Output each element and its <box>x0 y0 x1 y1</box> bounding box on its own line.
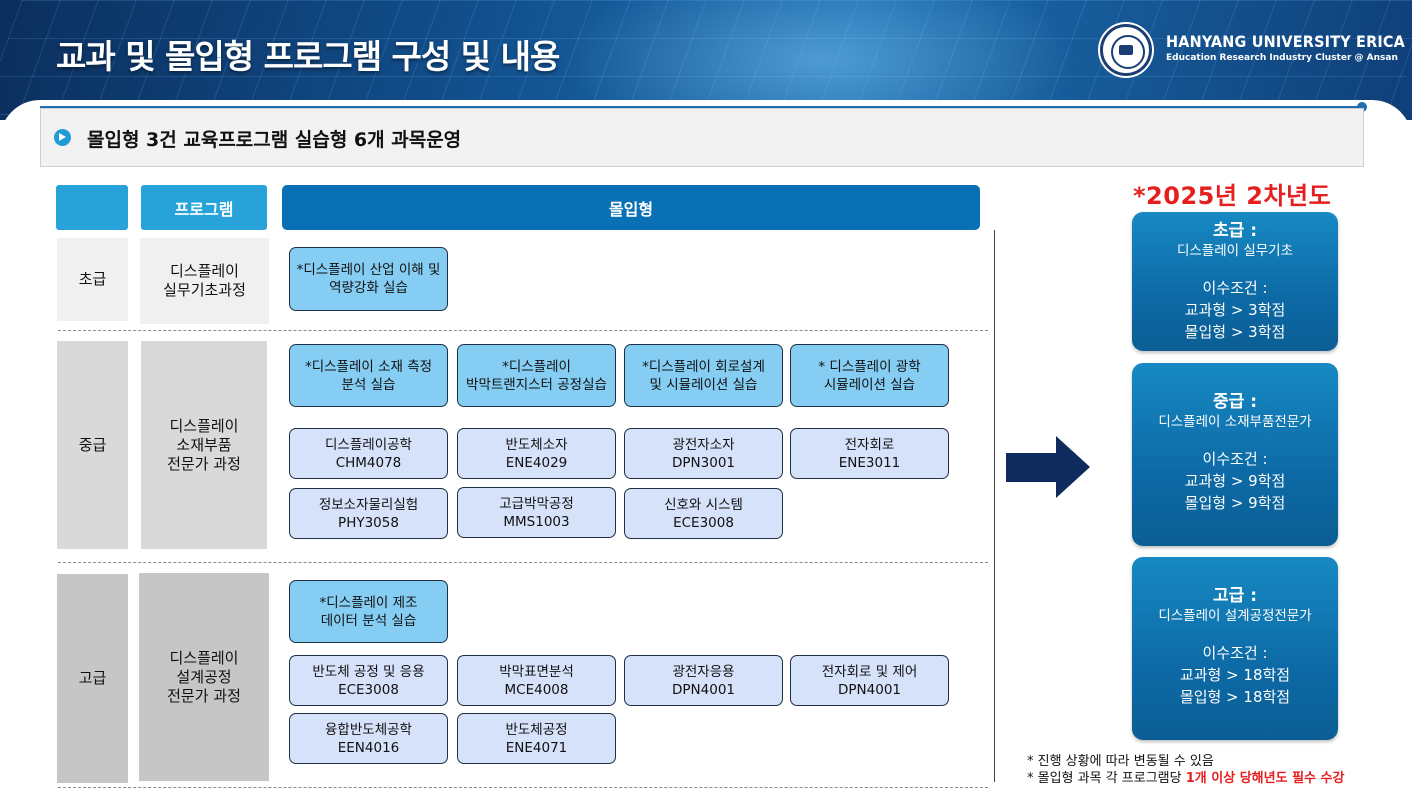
requirement-box-intermediate: 중급 : 디스플레이 소재부품전문가 이수조건 : 교과형 > 9학점 몰입형 … <box>1132 363 1338 546</box>
program-beginner: 디스플레이 실무기초과정 <box>140 238 269 324</box>
course-box: 신호와 시스템 ECE3008 <box>624 488 783 539</box>
course-box: 반도체 공정 및 응용 ECE3008 <box>289 655 448 706</box>
requirement-name: 디스플레이 실무기초 <box>1176 243 1294 259</box>
course-box: 광전자소자 DPN3001 <box>624 428 783 479</box>
university-seal-icon <box>1100 24 1152 76</box>
page-title: 교과 및 몰입형 프로그램 구성 및 내용 <box>56 37 560 76</box>
logo-subtitle: Education Research Industry Cluster @ An… <box>1166 53 1398 63</box>
requirement-credit-line: 교과형 > 3학점 <box>1184 301 1286 319</box>
column-divider <box>994 230 995 782</box>
course-box: 전자회로 및 제어 DPN4001 <box>790 655 949 706</box>
requirement-credit-line: 몰입형 > 3학점 <box>1184 323 1286 341</box>
level-label-intermediate: 중급 <box>57 341 128 549</box>
requirement-condition-label: 이수조건 : <box>1202 450 1268 468</box>
course-box: *디스플레이 박막트랜지스터 공정실습 <box>457 344 616 407</box>
course-box: 전자회로 ENE3011 <box>790 428 949 479</box>
level-label-beginner: 초급 <box>57 238 128 321</box>
course-box: *디스플레이 제조 데이터 분석 실습 <box>289 580 448 643</box>
course-box: 반도체소자 ENE4029 <box>457 428 616 479</box>
level-label-advanced: 고급 <box>57 574 128 783</box>
row-separator <box>58 787 988 788</box>
requirement-credit-line: 몰입형 > 9학점 <box>1184 494 1286 512</box>
requirement-condition-label: 이수조건 : <box>1202 644 1268 662</box>
requirement-box-beginner: 초급 : 디스플레이 실무기초 이수조건 : 교과형 > 3학점 몰입형 > 3… <box>1132 212 1338 351</box>
requirement-credit-line: 몰입형 > 18학점 <box>1179 688 1291 706</box>
requirement-level: 초급 : <box>1213 221 1257 241</box>
requirement-level: 고급 : <box>1213 586 1257 606</box>
course-box: 박막표면분석 MCE4008 <box>457 655 616 706</box>
requirement-credit-line: 교과형 > 18학점 <box>1179 666 1291 684</box>
requirement-level: 중급 : <box>1213 392 1257 412</box>
requirement-name: 디스플레이 소재부품전문가 <box>1158 414 1312 430</box>
course-box: 정보소자물리실험 PHY3058 <box>289 488 448 539</box>
requirement-name: 디스플레이 설계공정전문가 <box>1158 608 1312 624</box>
header-cell-immersive: 몰입형 <box>282 185 980 230</box>
footnote: * 몰입형 과목 각 프로그램당 1개 이상 당해년도 필수 수강 <box>1027 767 1344 786</box>
footnote-emphasis: 1개 이상 당해년도 필수 수강 <box>1185 771 1345 786</box>
logo-name: HANYANG UNIVERSITY ERICA <box>1166 32 1406 51</box>
header-cell-level <box>56 185 128 230</box>
arrow-bullet-icon <box>54 129 71 146</box>
year-label: *2025년 2차년도 <box>1133 182 1332 210</box>
row-separator <box>58 330 988 331</box>
course-box: 광전자응용 DPN4001 <box>624 655 783 706</box>
divider-line <box>40 106 1363 108</box>
course-box: *디스플레이 산업 이해 및 역량강화 실습 <box>289 247 448 311</box>
right-arrow-icon <box>1006 436 1090 498</box>
course-box: 융합반도체공학 EEN4016 <box>289 713 448 764</box>
program-intermediate: 디스플레이 소재부품 전문가 과정 <box>141 341 267 549</box>
course-box: 고급박막공정 MMS1003 <box>457 487 616 538</box>
requirement-box-advanced: 고급 : 디스플레이 설계공정전문가 이수조건 : 교과형 > 18학점 몰입형… <box>1132 557 1338 740</box>
program-advanced: 디스플레이 설계공정 전문가 과정 <box>139 573 269 781</box>
subtitle-bar: 몰입형 3건 교육프로그램 실습형 6개 과목운영 <box>40 108 1364 167</box>
course-box: 디스플레이공학 CHM4078 <box>289 428 448 479</box>
course-box: *디스플레이 회로설계 및 시뮬레이션 실습 <box>624 344 783 407</box>
footnote-text: * 몰입형 과목 각 프로그램당 <box>1027 771 1186 786</box>
requirement-credit-line: 교과형 > 9학점 <box>1184 472 1286 490</box>
university-logo: HANYANG UNIVERSITY ERICA Education Resea… <box>1100 24 1405 76</box>
course-box: 반도체공정 ENE4071 <box>457 713 616 764</box>
course-box: * 디스플레이 광학 시뮬레이션 실습 <box>790 344 949 407</box>
requirement-condition-label: 이수조건 : <box>1202 279 1268 297</box>
divider-dot <box>1357 102 1367 112</box>
row-separator <box>58 562 988 563</box>
subtitle-text: 몰입형 3건 교육프로그램 실습형 6개 과목운영 <box>87 129 462 151</box>
header-cell-program: 프로그램 <box>141 185 267 230</box>
footnote: * 진행 상황에 따라 변동될 수 있음 <box>1027 754 1214 769</box>
course-box: *디스플레이 소재 측정 분석 실습 <box>289 344 448 407</box>
